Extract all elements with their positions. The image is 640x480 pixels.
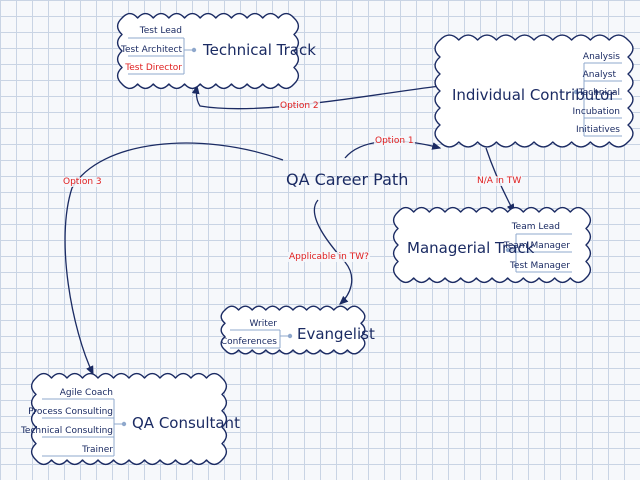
center-node-title[interactable]: QA Career Path xyxy=(286,170,409,189)
technical-track-title[interactable]: Technical Track xyxy=(203,41,316,59)
individual-contributor-bracket-dot xyxy=(573,89,579,95)
edge-label-applicable-in-tw: Applicable in TW? xyxy=(288,252,370,262)
qa-consultant-cloud xyxy=(30,372,228,466)
managerial-track-item-1[interactable]: Team Manager xyxy=(503,241,570,251)
qa-consultant-bracket-dot xyxy=(121,421,127,427)
individual-contributor-item-4[interactable]: Initiatives xyxy=(576,125,620,135)
managerial-track-title[interactable]: Managerial Track xyxy=(407,239,535,257)
leaf-brackets xyxy=(42,37,622,457)
technical-track-bracket xyxy=(128,37,197,75)
individual-contributor-title[interactable]: Individual Contributor xyxy=(452,86,616,104)
individual-contributor-cloud xyxy=(434,34,634,148)
managerial-track-item-0[interactable]: Team Lead xyxy=(511,222,560,232)
technical-track-cloud xyxy=(116,12,300,90)
edge-label-na-in-tw: N/A in TW xyxy=(476,176,523,186)
edge-label-option1: Option 1 xyxy=(374,136,415,146)
managerial-track-bracket xyxy=(505,233,572,273)
technical-track-bracket-dot xyxy=(191,47,197,53)
managerial-track-item-2[interactable]: Test Manager xyxy=(509,261,570,271)
qa-consultant-item-1[interactable]: Process Consulting xyxy=(28,407,113,417)
individual-contributor-item-3[interactable]: Incubation xyxy=(572,107,620,117)
individual-contributor-bracket xyxy=(573,62,622,137)
individual-contributor-item-0[interactable]: Analysis xyxy=(582,52,620,62)
qa-consultant-title[interactable]: QA Consultant xyxy=(132,414,240,432)
individual-contributor-item-1[interactable]: Analyst xyxy=(582,70,616,80)
technical-track-item-2[interactable]: Test Director xyxy=(125,63,182,73)
qa-consultant-item-3[interactable]: Trainer xyxy=(82,445,113,455)
qa-consultant-item-2[interactable]: Technical Consulting xyxy=(20,426,113,436)
evangelist-cloud xyxy=(220,305,366,355)
technical-track-item-0[interactable]: Test Lead xyxy=(139,26,182,36)
individual-contributor-item-2[interactable]: Technical xyxy=(578,88,620,98)
qa-consultant-item-0[interactable]: Agile Coach xyxy=(59,388,113,398)
evangelist-bracket xyxy=(230,329,293,349)
edge-label-option3: Option 3 xyxy=(62,177,103,187)
managerial-track-cloud xyxy=(392,206,592,284)
evangelist-bracket-dot xyxy=(287,333,293,339)
technical-track-item-1[interactable]: Test Architect xyxy=(121,45,182,55)
edge-option3 xyxy=(64,142,284,376)
edge-label-option2: Option 2 xyxy=(279,101,320,111)
cloud-shapes xyxy=(30,12,634,466)
qa-consultant-bracket xyxy=(42,398,127,457)
evangelist-item-0[interactable]: Writer xyxy=(249,319,277,329)
edge-option2 xyxy=(191,84,441,110)
evangelist-item-1[interactable]: Conferences xyxy=(220,337,277,347)
managerial-track-bracket-dot xyxy=(505,247,511,253)
evangelist-title[interactable]: Evangelist xyxy=(297,325,375,343)
